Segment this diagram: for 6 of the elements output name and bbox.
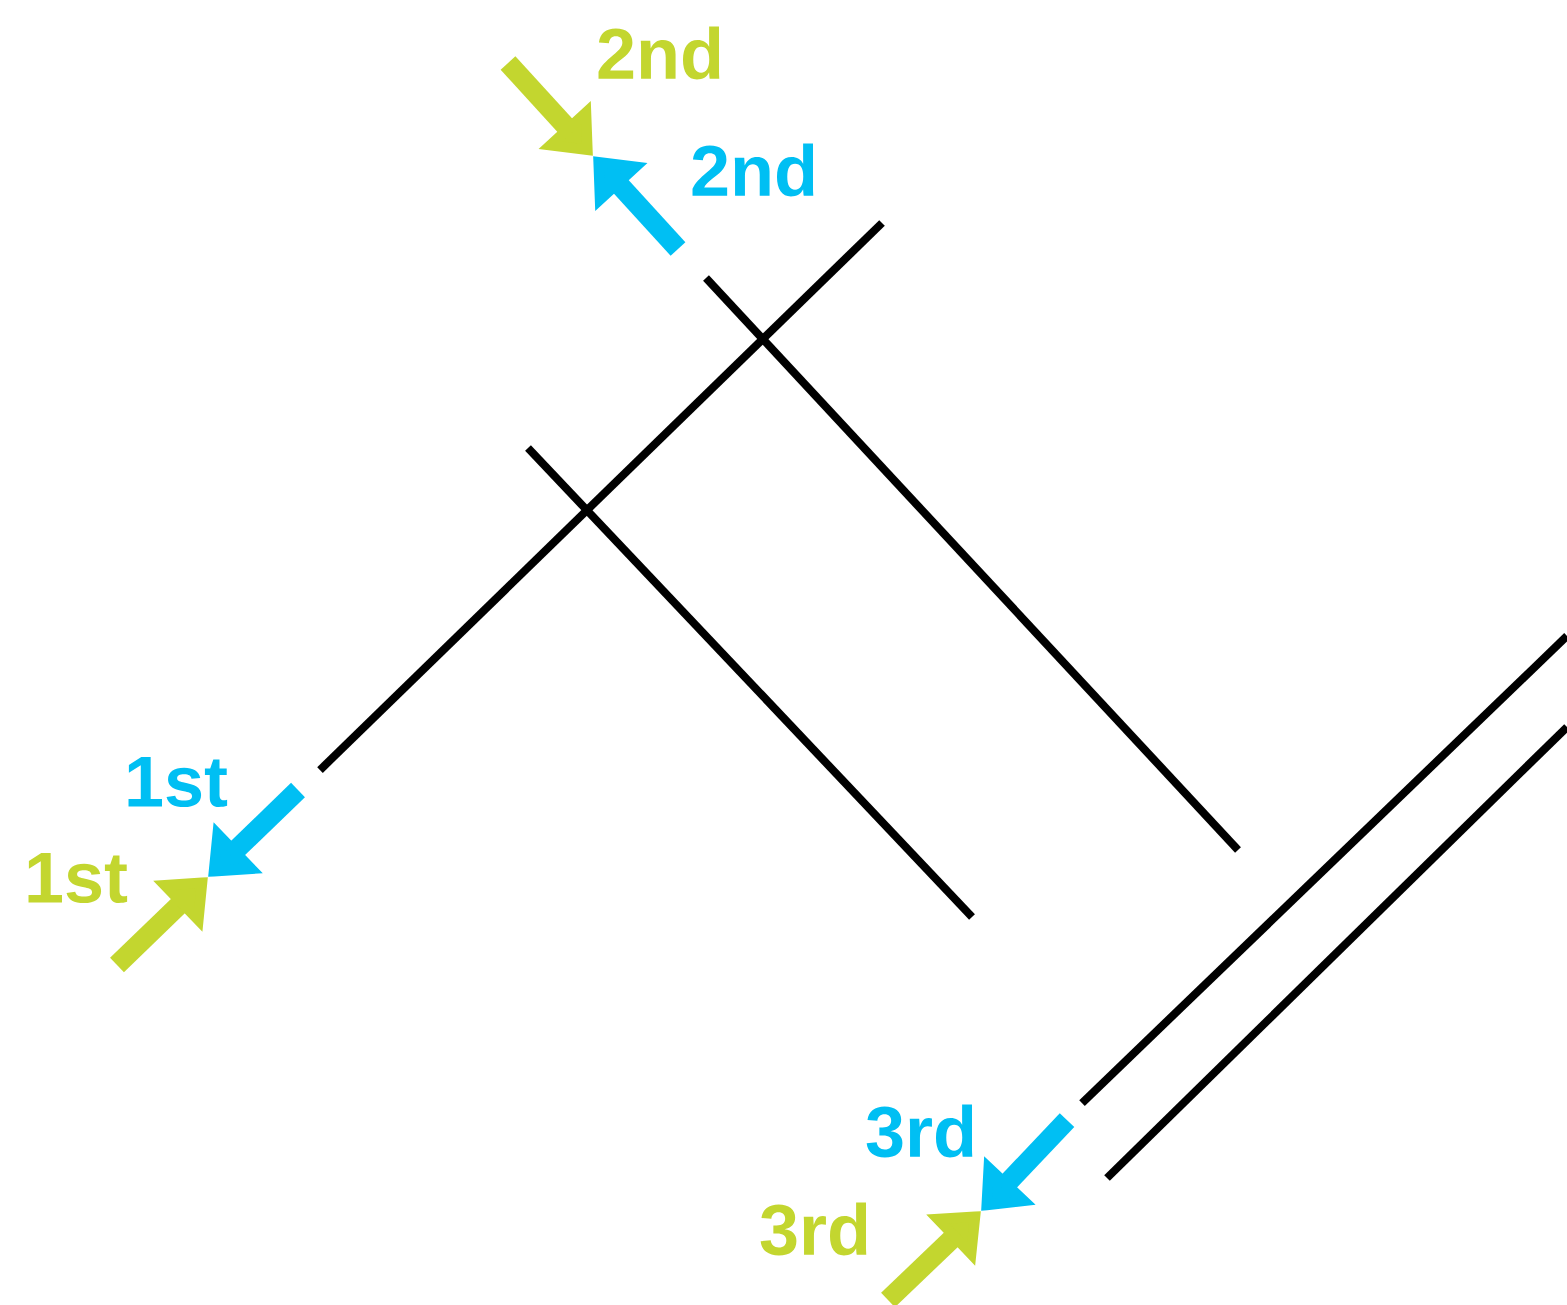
order-label: 2nd: [598, 26, 720, 80]
order-label: 3rd: [866, 1104, 973, 1158]
order-label: 1st: [128, 756, 228, 808]
order-label: 3rd: [760, 1202, 867, 1256]
order-label: 2nd: [692, 143, 814, 197]
order-label: 1st: [28, 852, 128, 904]
